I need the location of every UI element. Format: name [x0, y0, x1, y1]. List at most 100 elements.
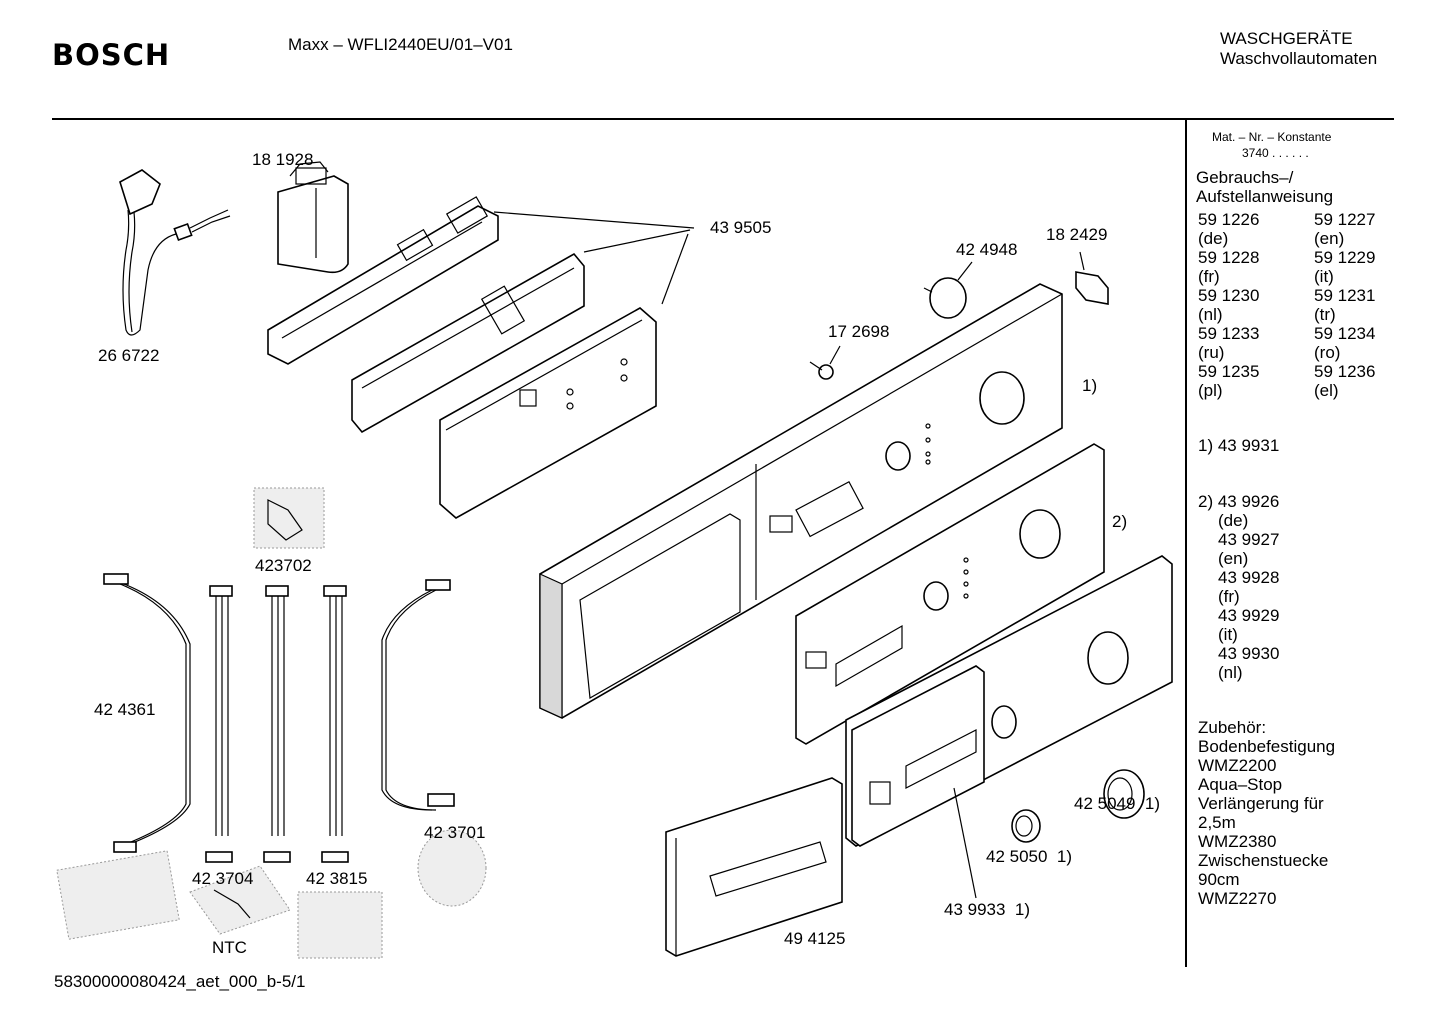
accessory-line: WMZ2270 [1198, 889, 1277, 908]
category: WASCHGERÄTE Waschvollautomaten [1220, 29, 1377, 69]
model-title: Maxx – WFLI2440EU/01–V01 [288, 35, 513, 54]
manual-language: (tr) [1314, 305, 1336, 324]
manual-number: 59 1235 [1198, 362, 1260, 381]
note-2-item: (nl) [1218, 663, 1243, 682]
note-2-head: 2) 43 9926 [1198, 492, 1280, 511]
part-label-439933: 43 9933 1) [944, 900, 1030, 920]
wiring-harness-drawing [103, 573, 455, 863]
mat-nr-value: 3740 . . . . . . [1242, 146, 1309, 160]
part-label-439505: 43 9505 [710, 218, 772, 237]
accessory-line: 90cm [1198, 870, 1240, 889]
part-label-181928: 18 1928 [252, 150, 314, 169]
knob-424948-drawing [923, 261, 973, 319]
manual-item: 59 1228(fr) [1198, 248, 1259, 286]
part-label-ntc: NTC [212, 938, 247, 957]
dispenser-handle-drawing [665, 777, 843, 957]
knob-425050-drawing [1011, 809, 1041, 843]
power-cord-drawing [119, 169, 231, 336]
screw-172698-drawing [809, 345, 841, 380]
part-number-439933: 43 9933 [944, 900, 1006, 919]
part-label-494125: 49 4125 [784, 929, 846, 948]
manual-number: 59 1230 [1198, 286, 1260, 305]
part-label-424948: 42 4948 [956, 240, 1018, 259]
manual-list: 59 1226(de) 59 1227(en) 59 1228(fr) 59 1229… [1198, 210, 1375, 400]
manual-language: (de) [1198, 229, 1229, 248]
knob-425049-drawing [1103, 769, 1145, 819]
note-2-item: 43 9929 [1218, 606, 1280, 625]
note-1: 1) 43 9931 [1198, 436, 1280, 455]
clip-182429-drawing [1075, 251, 1109, 305]
note-2-item: (en) [1218, 549, 1249, 568]
control-panel-drawing [539, 283, 1063, 719]
filter-drawing [277, 161, 349, 274]
manual-item: 59 1231(tr) [1314, 286, 1375, 324]
manual-language: (el) [1314, 381, 1339, 400]
accessory-line: Verlängerung für [1198, 794, 1324, 813]
category-line-1: WASCHGERÄTE [1220, 29, 1353, 48]
manual-number: 59 1236 [1314, 362, 1376, 381]
module-assembly-drawing [267, 196, 695, 519]
manual-heading-line-1: Gebrauchs–/ [1196, 168, 1294, 187]
part-label-423701: 42 3701 [424, 823, 486, 842]
part-ref-439933: 1) [1014, 900, 1031, 919]
manual-item: 59 1229(it) [1314, 248, 1375, 286]
part-ref-425050: 1) [1056, 847, 1073, 866]
accessory-line: WMZ2380 [1198, 832, 1277, 851]
part-number-425049: 42 5049 [1074, 794, 1136, 813]
note-2-item: (it) [1218, 625, 1238, 644]
note-2: 2) 43 9926 (de)43 9927(en)43 9928(fr)43 … [1198, 492, 1279, 682]
manual-number: 59 1227 [1314, 210, 1376, 229]
manual-language: (ru) [1198, 343, 1225, 362]
manual-item: 59 1235(pl) [1198, 362, 1259, 400]
manual-language: (en) [1314, 229, 1345, 248]
ghost-part-ntc [56, 829, 487, 959]
document-id: 58300000080424_aet_000_b-5/1 [54, 972, 306, 991]
accessory-line: Zwischenstuecke [1198, 851, 1329, 870]
part-label-425050: 42 5050 1) [986, 847, 1072, 867]
note-2-item: (de) [1218, 511, 1249, 530]
manual-language: (nl) [1198, 305, 1223, 324]
manual-item: 59 1230(nl) [1198, 286, 1259, 324]
part-label-424361: 42 4361 [94, 700, 156, 719]
note-2-item: (fr) [1218, 587, 1240, 606]
panel-ref-1: 1) [1082, 376, 1098, 395]
manual-number: 59 1229 [1314, 248, 1376, 267]
part-label-182429: 18 2429 [1046, 225, 1108, 244]
manual-item: 59 1227(en) [1314, 210, 1375, 248]
manual-number: 59 1226 [1198, 210, 1260, 229]
manual-item: 59 1233(ru) [1198, 324, 1259, 362]
accessory-line: Bodenbefestigung [1198, 737, 1336, 756]
manual-number: 59 1231 [1314, 286, 1376, 305]
part-label-423702: 423702 [255, 556, 312, 575]
manual-item: 59 1234(ro) [1314, 324, 1375, 362]
manual-language: (fr) [1198, 267, 1220, 286]
accessory-line: Aqua–Stop [1198, 775, 1283, 794]
manual-item: 59 1236(el) [1314, 362, 1375, 400]
manual-language: (it) [1314, 267, 1334, 286]
manual-language: (pl) [1198, 381, 1223, 400]
part-label-172698: 17 2698 [828, 322, 890, 341]
note-2-item: 43 9930 [1218, 644, 1280, 663]
mat-nr-label: Mat. – Nr. – Konstante [1212, 130, 1332, 144]
ghost-part-423702 [253, 487, 325, 549]
category-line-2: Waschvollautomaten [1220, 49, 1378, 68]
part-ref-425049: 1) [1144, 794, 1161, 813]
manual-number: 59 1233 [1198, 324, 1260, 343]
part-label-266722: 26 6722 [98, 346, 160, 365]
note-2-item: 43 9928 [1218, 568, 1280, 587]
part-label-423815: 42 3815 [306, 869, 368, 888]
accessory-line: Zubehör: [1198, 718, 1267, 737]
manual-language: (ro) [1314, 343, 1341, 362]
part-label-423704: 42 3704 [192, 869, 254, 888]
note-2-item: 43 9927 [1218, 530, 1280, 549]
front-panel-drawing [795, 443, 1105, 745]
accessory-line: 2,5m [1198, 813, 1236, 832]
panel-ref-2: 2) [1112, 512, 1128, 531]
manual-heading: Gebrauchs–/ Aufstellanweisung [1196, 168, 1333, 206]
accessory-line: WMZ2200 [1198, 756, 1277, 775]
brand-logo: BOSCH [52, 38, 171, 72]
display-panel-drawing [851, 665, 985, 899]
manual-number: 59 1234 [1314, 324, 1376, 343]
